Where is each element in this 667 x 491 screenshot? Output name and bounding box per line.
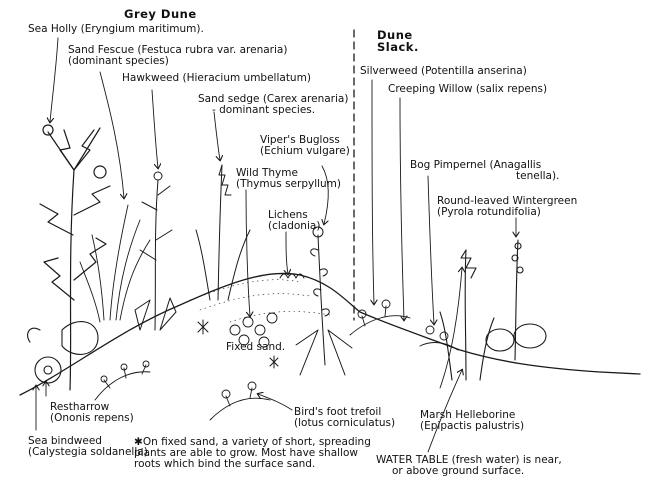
label-sand-sedge-line-2: - dominant species. [212,104,316,116]
label-silverweed-line-1: Silverweed (Potentilla anserina) [360,65,527,77]
pointer-marsh-helleborine [439,268,462,389]
sea-holly-drawing [39,124,111,391]
sand-fescue-drawing [79,204,151,323]
pointer-bog-pimpernel [427,175,434,324]
pointer-birds-foot [258,394,293,411]
label-creeping-willow-line-1: Creeping Willow (salix repens) [388,83,548,95]
label-lichens-line-1: Lichens [268,209,308,221]
fixed-sand-note-line-3: roots which bind the surface sand. [134,458,316,470]
label-bog-pimpernel-line-2: tenella). [516,170,560,182]
label-restharrow-line-1: Restharrow [50,401,110,413]
label-creeping-willow: Creeping Willow (salix repens) [388,84,547,95]
fixed-sand-note-text-1: On fixed sand, a variety of short, sprea… [142,436,371,448]
zone-title-dune-slack-line-1: Dune [377,28,413,42]
label-wild-thyme-line-2: (Thymus serpyllum) [236,178,342,190]
label-round-leaved-wintergreen: Round-leaved Wintergreen (Pyrola rotundi… [437,196,577,218]
fixed-sand-note-line-1: ✱On fixed sand, a variety of short, spre… [134,437,371,448]
label-marsh-helleborine: Marsh Helleborine (Epipactis palustris) [420,410,524,432]
label-lichens-line-2: (cladonia) [268,220,321,232]
silverweed-drawing [349,299,411,336]
label-bog-pimpernel: Bog Pimpernel (Anagallis tenella). [410,160,559,182]
fixed-sand-stars [197,319,279,369]
label-restharrow-line-2: (Ononis repens) [50,412,134,424]
bog-pimpernel-drawing [419,325,459,351]
label-vipers-bugloss-line-2: (Echium vulgare) [260,145,350,157]
zone-title-dune-slack-line-2: Slack. [377,40,419,54]
pointer-hawkweed [151,89,158,168]
label-lichens: Lichens (cladonia) [268,210,320,232]
ground-line [19,272,641,396]
label-sea-holly-line-1: Sea Holly (Eryngium maritimum). [28,23,204,35]
label-sea-bindweed-line-1: Sea bindweed [28,435,102,447]
wintergreen-drawing [485,239,547,361]
label-sand-sedge: Sand sedge (Carex arenaria) - dominant s… [198,94,348,116]
label-sea-bindweed-line-2: (Calystegia soldanella) [28,446,148,458]
vipers-bugloss-drawing [295,226,353,376]
label-sand-fescue: Sand Fescue (Festuca rubra var. arenaria… [68,45,287,67]
label-fixed-sand-line-1: Fixed sand. [226,341,286,353]
label-birds-foot-line-1: Bird's foot trefoil [294,406,382,418]
label-wintergreen-line-1: Round-leaved Wintergreen [437,195,578,207]
water-table-note-line-2: or above ground surface. [392,465,525,477]
water-table-note: WATER TABLE (fresh water) is near, or ab… [376,455,562,477]
zone-title-dune-slack: Dune Slack. [377,29,419,53]
fixed-sand-note: ✱On fixed sand, a variety of short, spre… [134,437,371,470]
restharrow-drawing [94,360,151,401]
label-hawkweed: Hawkweed (Hieracium umbellatum) [122,73,311,84]
sand-stipple [189,279,331,323]
label-sea-bindweed: Sea bindweed (Calystegia soldanella) [28,436,148,458]
label-wild-thyme: Wild Thyme (Thymus serpyllum) [236,168,341,190]
sea-bindweed-drawing [27,321,99,384]
label-birds-foot-trefoil: Bird's foot trefoil (lotus corniculatus) [294,407,395,429]
label-hawkweed-line-1: Hawkweed (Hieracium umbellatum) [122,72,311,84]
label-marsh-helleborine-line-1: Marsh Helleborine [420,409,516,421]
pointer-silverweed [372,79,374,304]
asterisk-icon: ✱ [134,436,143,448]
label-vipers-bugloss: Viper's Bugloss (Echium vulgare) [260,135,350,157]
label-sand-sedge-line-1: Sand sedge (Carex arenaria) [198,93,349,105]
pointer-sand-sedge [213,111,220,160]
label-wintergreen-line-2: (Pyrola rotundifolia) [437,206,541,218]
pointer-lichens [286,231,288,274]
label-vipers-bugloss-line-1: Viper's Bugloss [260,134,340,146]
hawkweed-drawing [134,171,177,331]
wild-thyme-drawing [229,312,278,348]
pointer-creeping-willow [399,97,404,320]
pointer-water-table [427,370,462,453]
label-wild-thyme-line-1: Wild Thyme [236,167,298,179]
label-sand-fescue-line-1: Sand Fescue (Festuca rubra var. arenaria… [68,44,288,56]
pointer-vipers-bugloss [322,165,329,224]
label-fixed-sand: Fixed sand. [226,342,285,353]
label-bog-pimpernel-line-1: Bog Pimpernel (Anagallis [410,159,542,171]
label-marsh-helleborine-line-2: (Epipactis palustris) [420,420,525,432]
water-table-note-line-1: WATER TABLE (fresh water) is near, [376,454,562,466]
label-silverweed: Silverweed (Potentilla anserina) [360,66,527,77]
pointer-sea-holly [50,37,59,122]
pointer-wild-thyme [245,189,250,316]
sand-sedge-drawing [195,164,251,301]
fixed-sand-note-line-2: plants are able to grow. Most have shall… [134,447,358,459]
pointer-sand-fescue [99,71,124,198]
label-restharrow: Restharrow (Ononis repens) [50,402,134,424]
label-birds-foot-line-2: (lotus corniculatus) [294,417,396,429]
label-sea-holly: Sea Holly (Eryngium maritimum). [28,24,204,35]
label-sand-fescue-line-2: (dominant species) [68,55,169,67]
birds-foot-trefoil-drawing [209,381,271,421]
zone-title-grey-dune: Grey Dune [124,7,197,21]
